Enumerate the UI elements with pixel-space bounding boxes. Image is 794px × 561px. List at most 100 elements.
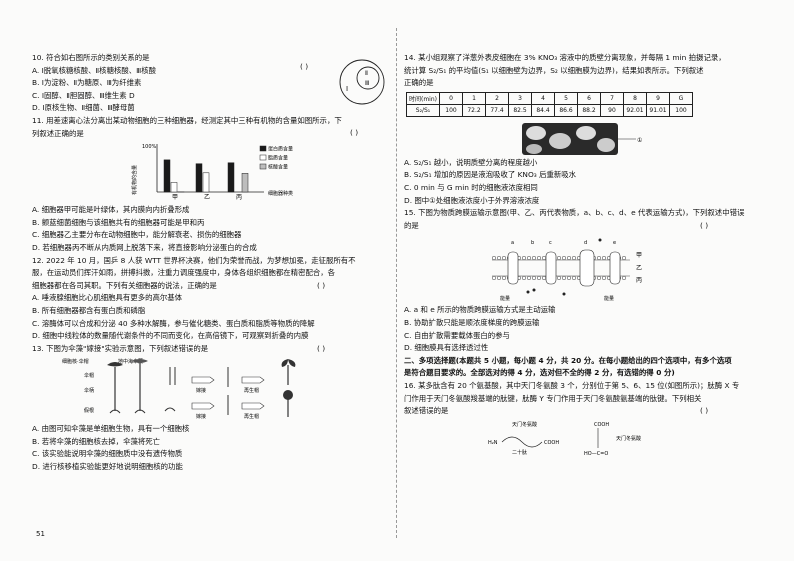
- section2-title-line-2: 是符合题目要求的。全部选对的得 4 分，选对但不全的得 2 分，有选错的得 0 …: [404, 368, 675, 378]
- q15-membrane-transport-diagram: a b c d e 甲 乙 丙 能量 能量: [491, 238, 642, 302]
- table-cell: 1: [462, 91, 486, 105]
- table-cell: 100: [669, 103, 693, 117]
- lipid-head: [541, 276, 547, 281]
- table-cell: 84.4: [531, 103, 555, 117]
- lipid-head: [571, 276, 577, 281]
- label-energy-1: 能量: [500, 295, 510, 302]
- lipid-head: [571, 256, 577, 261]
- table-cell: 86.6: [554, 103, 578, 117]
- diagram-label-graft-1: 嫁接: [196, 387, 206, 394]
- table-row: S₂/S₁ 100 72.2 77.4 82.5 84.4 86.6 88.2 …: [406, 103, 693, 117]
- arrow-graft-2: [191, 402, 215, 410]
- table-cell: 100: [439, 103, 463, 117]
- venn-label-outer: Ⅰ: [346, 85, 348, 93]
- molecule: [562, 292, 566, 296]
- label-bing: 丙: [636, 277, 642, 284]
- q13-option-d: D. 进行核移植实验能更好地说明细胞核的功能: [32, 462, 183, 472]
- bar-0-1: [170, 182, 178, 193]
- table-cell: 91.01: [646, 103, 670, 117]
- lipid-head: [491, 256, 497, 261]
- venn-label-inner-1: Ⅱ: [365, 70, 368, 77]
- legend-swatch-lipid: [259, 154, 267, 161]
- q12-stem-line-2: 服，在运动员们挥汗如雨，拼搏抖擞，注重力调度强度中，身体各组织细胞都在精密配合，…: [32, 268, 336, 278]
- q10-stem: 10. 符合如右图所示的类别关系的是: [32, 53, 150, 62]
- diagram-label-cap: 伞帽: [84, 372, 94, 379]
- q13-answer-paren: ( ): [317, 343, 326, 353]
- q11-stem-line-1: 11. 用差速离心法分离出某动物细胞的三种细胞器，经测定其中三种有机物的含量如图…: [32, 115, 342, 125]
- q15-stem-line-2-row: 的是 ( ): [404, 220, 774, 233]
- label-aspartate-2: 天门冬氨酸: [616, 435, 641, 442]
- lipid-head: [526, 276, 532, 281]
- rhizoid-1: [109, 409, 121, 414]
- q15-stem-line-1: 15. 下图为物质跨膜运输示意图(甲、乙、丙代表物质，a、b、c、d、e 代表运…: [404, 208, 745, 218]
- lipid-head: [541, 256, 547, 261]
- q10-option-d: D. Ⅰ原核生物、Ⅱ细菌、Ⅲ酵母菌: [32, 103, 135, 113]
- lipid-head: [531, 256, 537, 261]
- chart-category-label: 乙: [204, 194, 210, 201]
- bar-2-0: [227, 162, 235, 193]
- peptide-chain: [501, 436, 543, 448]
- rhizoid-2: [134, 409, 146, 414]
- q15-option-b: B. 协助扩散只能是顺浓度梯度的跨膜运输: [404, 317, 540, 327]
- bar-0-0: [163, 159, 171, 193]
- lipid-head: [496, 276, 502, 281]
- molecule: [526, 290, 530, 294]
- legend-nucleic: 核酸含量: [268, 164, 288, 171]
- protein-d: [579, 250, 595, 287]
- label-aspartate-1: 天门冬氨酸: [512, 421, 537, 428]
- cell-vacuole-5: [526, 143, 542, 154]
- q11-option-c: C. 细胞器乙主要分布在动物细胞中，能分解衰老、损伤的细胞器: [32, 230, 242, 240]
- q13-stem: 13. 下图为伞藻"嫁接"实验示意图，下列叙述错误的是: [32, 343, 209, 353]
- table-cell: 9: [646, 91, 670, 105]
- lipid-head: [531, 276, 537, 281]
- arrow-regen-2: [241, 402, 265, 410]
- chart-xlabel: 细胞器种类: [268, 190, 293, 197]
- table-cell: 82.5: [508, 103, 532, 117]
- arrow-regen-1: [241, 376, 265, 384]
- q13-option-b: B. 若将伞藻的细胞核去掉，伞藻将死亡: [32, 436, 161, 446]
- lipid-head: [521, 256, 527, 261]
- table-cell: 6: [577, 91, 601, 105]
- rhizoid-piece-1: [164, 407, 176, 412]
- bar-2-2: [241, 173, 249, 193]
- regen-cap-1: [281, 359, 296, 368]
- table-cell: 72.2: [462, 103, 486, 117]
- regen-cap-2: [283, 390, 293, 401]
- table-cell: 8: [623, 91, 647, 105]
- diagram-label-regen-1: 再生帽: [244, 387, 259, 394]
- q14-stem-line-3: 正确的是: [404, 78, 434, 88]
- figure-label-1: ①: [637, 137, 642, 144]
- bar-1-0: [195, 163, 203, 193]
- q13-grafting-diagram: 细胞核·伞帽 地中海伞藻 伞帽 伞柄 假根 嫁接 再生帽 嫁接 再: [62, 358, 296, 420]
- q10-venn-diagram: Ⅰ Ⅱ Ⅲ: [339, 59, 385, 105]
- q11-option-d: D. 若细胞器丙不断从内质网上脱落下来，将直接影响分泌蛋白的合成: [32, 242, 257, 252]
- q15-option-c: C. 自由扩散需要载体蛋白的参与: [404, 330, 510, 340]
- q15-option-a: A. a 和 e 所示的物质跨膜运输方式是主动运输: [404, 305, 556, 315]
- q15-option-d: D. 细胞膜具有选择透过性: [404, 343, 489, 353]
- q11-chart: 有机物的含量 100% 甲乙丙 细胞器种类 蛋白质含量 脂质含量 核酸含量: [32, 140, 390, 204]
- label-carboxyl: HO—C=O: [584, 451, 608, 457]
- q16-stem-line-1: 16. 某多肽含有 20 个氨基酸，其中天门冬氨酸 3 个，分别位于第 5、6、…: [404, 380, 740, 390]
- legend-lipid: 脂质含量: [268, 155, 288, 162]
- chart-legend: 蛋白质含量 脂质含量 核酸含量: [259, 146, 293, 171]
- q10-option-a: A. Ⅰ脱氧核糖核酸、Ⅱ核糖核酸、Ⅲ核酸: [32, 65, 157, 75]
- chart-category-label: 丙: [236, 194, 242, 201]
- label-e: e: [613, 240, 616, 246]
- q11-answer-paren: ( ): [350, 128, 359, 137]
- cell-vacuole-2: [549, 132, 571, 149]
- left-column: 10. 符合如右图所示的类别关系的是 ( ) Ⅰ Ⅱ Ⅲ A. Ⅰ脱氧核糖核酸、…: [32, 52, 390, 474]
- table-cell: 0: [439, 91, 463, 105]
- q12-option-d: D. 细胞中线粒体的数量随代谢条件的不同而变化，在高倍镜下，可观察到折叠的内膜: [32, 331, 309, 341]
- q12-stem-line-3: 细胞器都在各司其职。下列有关细胞器的说法，正确的是 ( ): [32, 280, 390, 293]
- cap-shape-2: [132, 359, 148, 364]
- q11-option-a: A. 细胞器甲可能是叶绿体，其内膜向内折叠形成: [32, 205, 190, 215]
- venn-label-inner-2: Ⅲ: [365, 80, 369, 87]
- table-cell: 2: [485, 91, 509, 105]
- column-divider: [396, 28, 397, 538]
- q16-stem-line-3-row: 叙述错误的是 ( ): [404, 405, 774, 418]
- lipid-head: [566, 276, 572, 281]
- molecule: [532, 288, 536, 292]
- q16-peptide-diagram: 天门冬氨酸 H₂N COOH 二十肽 COOH 天门冬氨酸 HO—C=O: [488, 421, 641, 457]
- table-cell: 77.4: [485, 103, 509, 117]
- lipid-head: [521, 276, 527, 281]
